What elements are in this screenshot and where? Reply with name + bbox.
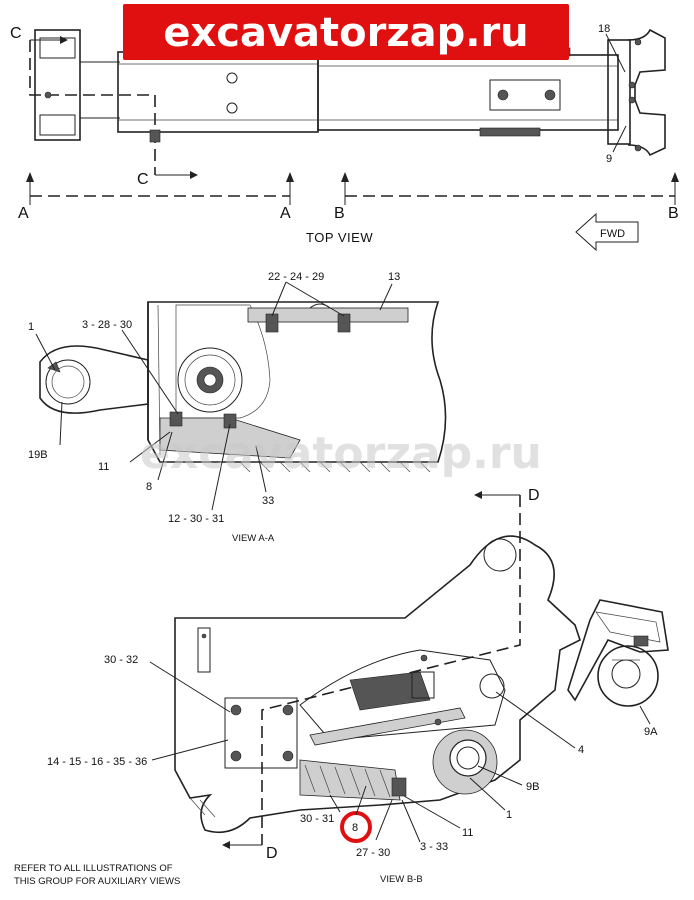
marker-c-top: C xyxy=(10,25,22,42)
marker-b-left: B xyxy=(334,205,345,222)
section-c-line xyxy=(29,40,156,175)
callout-33: 33 xyxy=(262,495,274,507)
forward-arrow-icon xyxy=(575,212,639,252)
callout-3-33: 3 - 33 xyxy=(420,841,448,853)
callout-27-30: 27 - 30 xyxy=(356,847,390,859)
marker-c-bottom: C xyxy=(137,171,149,188)
callout-1-bb: 1 xyxy=(506,809,512,821)
marker-d-top: D xyxy=(528,487,540,504)
callout-9-top: 9 xyxy=(606,153,612,165)
callout-30-31: 30 - 31 xyxy=(300,813,334,825)
callout-8-aa: 8 xyxy=(146,481,152,493)
callout-30-32: 30 - 32 xyxy=(104,654,138,666)
view-bb-title: VIEW B-B xyxy=(380,874,423,885)
callout-1-aa: 1 xyxy=(28,321,34,333)
view-bb: D D 30 - 32 14 - 15 - 16 - 35 - 36 4 9A … xyxy=(47,487,669,885)
callout-14-15-16-35-36: 14 - 15 - 16 - 35 - 36 xyxy=(47,756,147,768)
callout-3-28-30: 3 - 28 - 30 xyxy=(82,319,132,331)
callout-12-30-31: 12 - 30 - 31 xyxy=(168,513,224,525)
view-bb-mount-plate xyxy=(224,697,298,769)
view-aa-wear-pad xyxy=(159,417,301,459)
callout-4: 4 xyxy=(578,744,584,756)
marker-d-bottom: D xyxy=(266,845,278,862)
section-d-line xyxy=(261,495,521,845)
marker-a-left: A xyxy=(18,205,29,222)
callout-18: 18 xyxy=(598,23,610,35)
callout-8-bb: 8 xyxy=(352,822,358,834)
view-aa-bar-13 xyxy=(247,307,409,323)
callout-11-bb: 11 xyxy=(462,827,473,839)
watermark-banner-bg xyxy=(123,4,569,60)
view-bb-pivot-9a xyxy=(597,645,659,707)
fwd-label: FWD xyxy=(600,228,625,240)
callout-19b: 19B xyxy=(28,449,48,461)
highlight-ring xyxy=(340,811,372,843)
view-bb-wear-pad xyxy=(299,759,401,801)
view-aa-boom-outline xyxy=(147,301,447,463)
marker-b-right: B xyxy=(668,205,679,222)
view-bb-coupler xyxy=(567,599,669,702)
top-coupler xyxy=(627,28,666,157)
view-aa-stick xyxy=(39,345,149,414)
view-bb-link xyxy=(299,649,506,741)
callout-11-aa: 11 xyxy=(98,461,109,473)
view-aa-title: VIEW A-A xyxy=(232,533,275,544)
watermark-banner: excavatorzap.ru xyxy=(123,4,569,60)
watermark-text: excavatorzap.ru xyxy=(163,10,528,56)
faint-watermark: excavatorzap.ru xyxy=(140,428,542,479)
note-line-2: THIS GROUP FOR AUXILIARY VIEWS xyxy=(14,876,180,887)
callout-22-24-29: 22 - 24 - 29 xyxy=(268,271,324,283)
note-line-1: REFER TO ALL ILLUSTRATIONS OF xyxy=(14,863,173,874)
top-left-clevis xyxy=(34,29,81,141)
view-aa: 22 - 24 - 29 13 1 3 - 28 - 30 19B 11 8 3… xyxy=(28,271,447,544)
view-bb-boom-outline xyxy=(174,535,581,834)
callout-9b: 9B xyxy=(526,781,539,793)
callout-13: 13 xyxy=(388,271,400,283)
marker-a-right: A xyxy=(280,205,291,222)
top-view-title: TOP VIEW xyxy=(306,230,373,245)
view-aa-pivot xyxy=(177,347,243,413)
callout-9a: 9A xyxy=(644,726,658,738)
